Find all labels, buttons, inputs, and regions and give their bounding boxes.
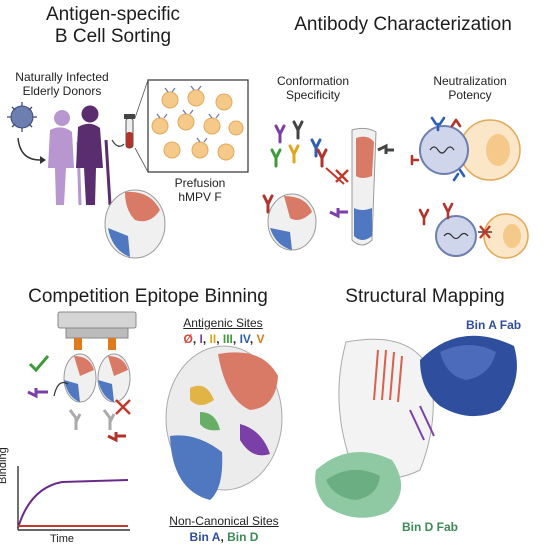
prefusion-f-protein	[104, 189, 166, 259]
panel-title-binning: Competition Epitope Binning	[28, 286, 268, 307]
bin-a-label: Bin A	[189, 530, 221, 544]
label-line: Conformation	[276, 74, 350, 88]
site-label-iv: IV	[239, 332, 250, 346]
site-label-ii: II	[209, 332, 217, 346]
binning-ylabel: Binding	[0, 447, 9, 484]
binding-plot	[17, 466, 130, 531]
label-line: Prefusion	[174, 176, 226, 190]
elderly-donors-icon	[48, 105, 112, 206]
bin-labels: Bin A, Bin D	[189, 530, 259, 544]
panel-title-characterization: Antibody Characterization	[294, 14, 512, 35]
antigenic-sites-label: Antigenic Sites	[183, 316, 263, 330]
panel-title-structural: Structural Mapping	[345, 286, 505, 307]
prefusion-protein-small	[267, 193, 317, 251]
virus-icon	[7, 102, 37, 132]
site-label-v: V	[256, 332, 265, 346]
binding-curve-purple	[17, 479, 129, 529]
antigenic-sites-list: Ø, I, II, III, IV, V	[183, 332, 265, 346]
purple-antibody	[27, 388, 48, 399]
non-canonical-label: Non-Canonical Sites	[169, 514, 279, 528]
binning-proteins	[63, 353, 131, 403]
label-line: Naturally Infected	[15, 70, 109, 84]
neutralization-cell-bottom	[418, 202, 529, 259]
fab-a-label: Bin A Fab	[466, 318, 522, 332]
infection-arrow	[17, 137, 41, 161]
blood-tube-icon	[124, 114, 135, 149]
blocked-arrow	[325, 167, 345, 185]
bin-d-label: Bin D	[227, 530, 259, 544]
neutralization-cell-top	[410, 116, 521, 182]
protein-label: Prefusion hMPV F	[160, 176, 240, 204]
donors-label: Naturally Infected Elderly Donors	[2, 70, 122, 98]
label-line: Potency	[448, 88, 492, 102]
check-icon	[28, 355, 50, 373]
blocked-x-icon	[115, 399, 131, 415]
label-line: hMPV F	[178, 190, 222, 204]
binning-xlabel: Time	[50, 533, 75, 545]
postfusion-protein	[329, 127, 394, 246]
site-label-iii: III	[222, 332, 233, 346]
binning-instrument	[57, 311, 137, 350]
antigenic-sites-protein	[165, 345, 283, 500]
blocked-x-icon	[335, 169, 349, 183]
neutralization-label: Neutralization Potency	[420, 74, 520, 102]
bin-d-fab-surface	[315, 452, 402, 518]
structural-mapping-model	[315, 335, 517, 518]
label-line: Elderly Donors	[22, 84, 102, 98]
red-antibodies	[262, 148, 328, 214]
sorting-box	[134, 79, 249, 173]
title-line: B Cell Sorting	[54, 26, 172, 47]
panel-title-sorting: Antigen-specific B Cell Sorting	[18, 4, 208, 48]
fab-d-label: Bin D Fab	[402, 520, 458, 534]
arrow-head	[40, 156, 46, 164]
conformation-label: Conformation Specificity	[268, 74, 358, 102]
label-line: Specificity	[285, 88, 341, 102]
title-line: Antigen-specific	[45, 4, 181, 25]
bin-a-fab-surface	[420, 335, 517, 417]
site-label-i: I	[199, 332, 203, 346]
red-antibody	[107, 432, 126, 443]
site-label-zero: Ø	[183, 332, 193, 346]
antibody-cluster	[270, 120, 322, 168]
label-line: Neutralization	[433, 74, 507, 88]
